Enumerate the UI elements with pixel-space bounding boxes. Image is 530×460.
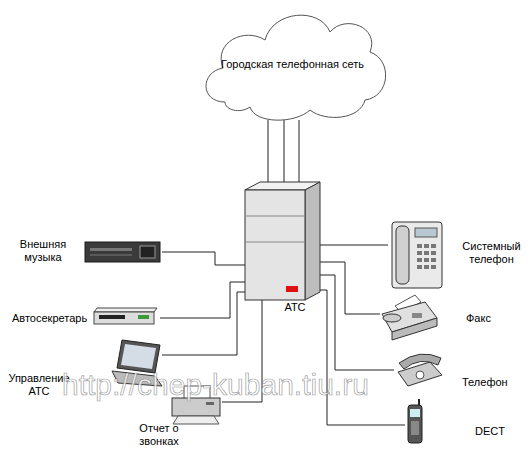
dect-antenna — [418, 399, 420, 405]
phone-key — [424, 265, 429, 269]
indicator-lamp — [286, 286, 298, 292]
watermark: http://chep-kuban.tiu.ru — [62, 368, 369, 402]
phone-dial — [416, 371, 424, 379]
phone-key — [431, 258, 436, 262]
node-label: Системный телефон — [458, 240, 525, 266]
phone-key — [417, 258, 422, 262]
rack-unit — [85, 242, 160, 262]
dect-screen — [410, 409, 420, 417]
phone-line — [160, 282, 245, 318]
device-box: Факс — [380, 290, 500, 342]
phone-key — [424, 244, 429, 248]
network-cloud: Городская телефонная сеть — [195, 2, 390, 120]
device-body — [94, 312, 154, 324]
laptop-screen — [121, 344, 156, 369]
phone-line — [320, 245, 388, 246]
dect-keys — [411, 421, 419, 435]
node-label: Автосекретарь — [12, 312, 94, 325]
phone-keypad — [417, 244, 436, 269]
rack-slot — [90, 248, 132, 251]
phone-display — [415, 228, 437, 237]
cabinet-side — [305, 182, 320, 300]
device-box: DECT — [405, 403, 510, 447]
printer-tray — [173, 416, 219, 424]
cabinet-shelf — [245, 216, 305, 217]
phone-line — [284, 120, 285, 190]
phone-key — [424, 258, 429, 262]
phone-key — [417, 244, 422, 248]
cabinet-front — [245, 190, 305, 300]
phone-body — [392, 222, 442, 288]
fax-front — [392, 318, 437, 340]
printer-button — [206, 402, 214, 405]
node-label: Внешняя музыка — [12, 238, 74, 264]
phone-line — [162, 252, 245, 265]
device-box: Внешняя музыка — [12, 236, 162, 266]
node-label: Городская телефонная сеть — [195, 58, 390, 71]
phone-line — [320, 290, 405, 425]
phone-handset — [399, 354, 441, 369]
phone-line — [299, 120, 300, 190]
phone-key — [431, 265, 436, 269]
device-top — [94, 308, 157, 312]
node-label: Телефон — [462, 376, 510, 389]
device-box: Автосекретарь — [12, 305, 160, 330]
phone-line — [268, 120, 269, 190]
phone-line — [320, 275, 394, 370]
phone-key — [431, 251, 436, 255]
rack-panel — [140, 246, 155, 258]
rack-slot — [90, 254, 132, 256]
pbx-cabinet: АТС — [245, 190, 320, 300]
device-box: Телефон — [394, 350, 510, 390]
phone-line — [320, 262, 380, 314]
device-box: Системный телефон — [388, 218, 525, 292]
node-label: DECT — [475, 425, 510, 438]
phone-handset — [396, 226, 409, 284]
cabinet-shelf — [245, 242, 305, 243]
node-label: АТС — [277, 301, 313, 314]
phone-line — [162, 292, 245, 355]
fax-keypad — [412, 313, 422, 318]
node-label: Отчет о звонках — [130, 422, 188, 448]
phone-key — [431, 244, 436, 248]
phone-key — [417, 251, 422, 255]
device-panel — [99, 315, 125, 319]
node-label: Факс — [466, 312, 500, 325]
phone-key — [417, 265, 422, 269]
fax-handset — [383, 314, 401, 322]
device-led — [138, 315, 149, 319]
dect-body — [408, 405, 422, 443]
phone-key — [424, 251, 429, 255]
